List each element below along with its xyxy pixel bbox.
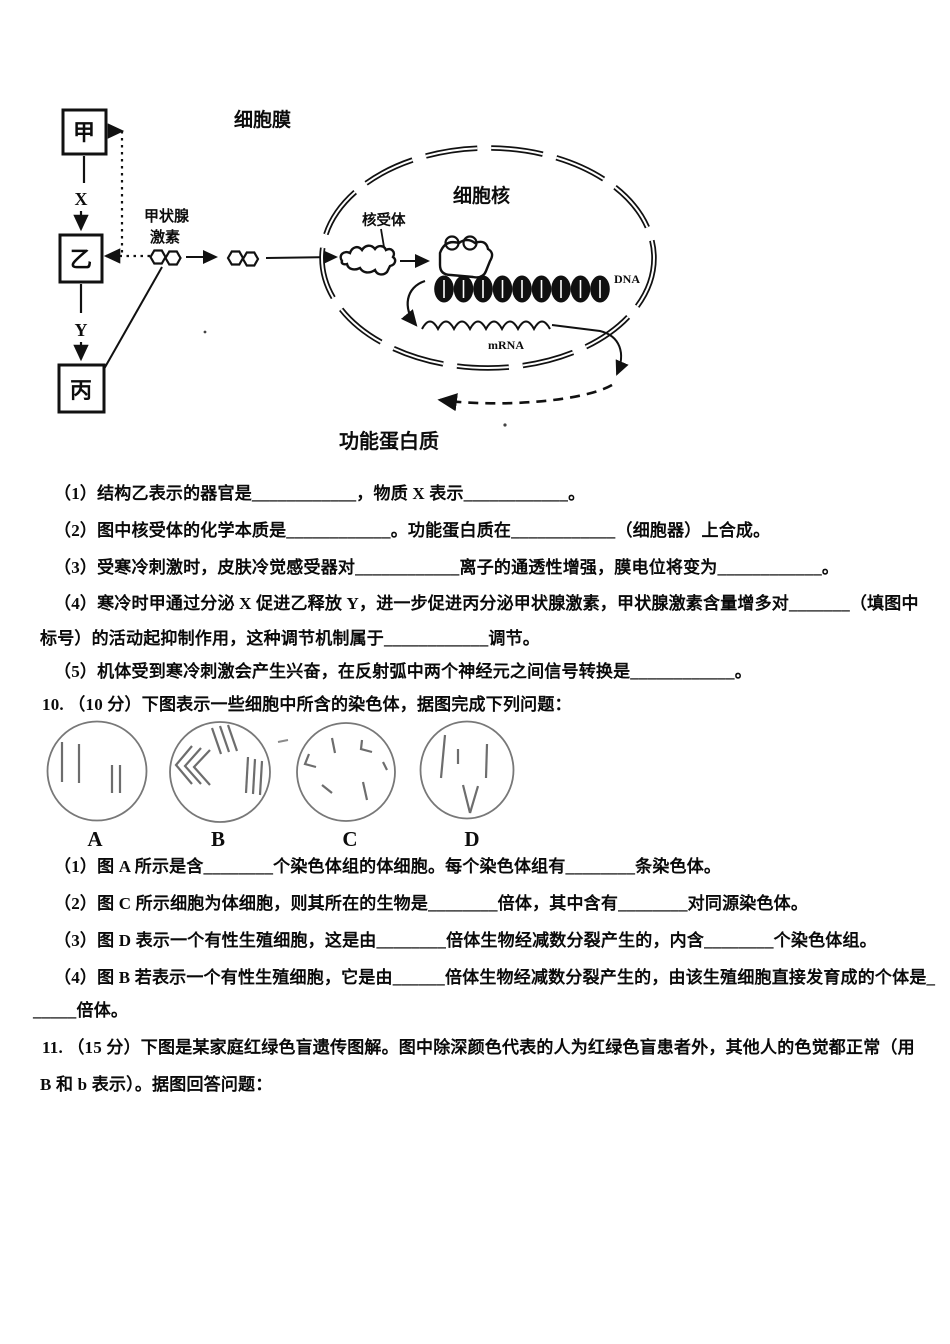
cell-d <box>419 720 515 820</box>
functional-protein-label: 功能蛋白质 <box>339 429 439 453</box>
dna-helix <box>434 275 610 303</box>
cell-d-chromosomes <box>439 734 489 814</box>
q11-header: 11. （15 分）下图是某家庭红绿色盲遗传图解。图中除深颜色代表的人为红绿色盲… <box>42 1038 915 1057</box>
q10-part-3: （3）图 D 表示一个有性生殖细胞，这是由________倍体生物经减数分裂产生… <box>54 931 877 950</box>
figure-chromosome-cells: A B C D <box>46 720 515 851</box>
q9-part-4-cont: 标号）的活动起抑制作用，这种调节机制属于____________调节。 <box>40 629 540 648</box>
figure-thyroid-pathway: 甲 X 乙 Y 丙 甲状腺 激素 细胞膜 细胞核 <box>57 108 657 453</box>
q9-part-2: （2）图中核受体的化学本质是____________。功能蛋白质在_______… <box>54 521 771 540</box>
nuclear-receptor-label: 核受体 <box>362 211 406 229</box>
cell-b <box>169 721 271 823</box>
thyroid-hormone-label-1: 甲状腺 <box>144 207 190 225</box>
cell-a-label: A <box>87 827 103 851</box>
cell-a-chromosomes <box>60 742 122 793</box>
thyroid-hormone-label-2: 激素 <box>150 228 180 246</box>
scan-artifact-dash <box>277 739 289 743</box>
q9-part-1: （1）结构乙表示的器官是____________，物质 X 表示________… <box>54 484 586 503</box>
dna-label: DNA <box>614 272 640 286</box>
export-dashed-arrow <box>437 383 613 412</box>
box-bing <box>57 363 106 414</box>
hormone-receptor-complex <box>438 235 494 279</box>
q9-part-3: （3）受寒冷刺激时，皮肤冷觉感受器对____________离子的通透性增强，膜… <box>54 558 840 577</box>
cell-a <box>46 720 148 822</box>
q9-part-5: （5）机体受到寒冷刺激会产生兴奋，在反射弧中两个神经元之间信号转换是______… <box>54 662 752 681</box>
cell-c-chromosomes <box>303 737 388 801</box>
nuclear-envelope <box>319 145 657 371</box>
cell-c-label: C <box>342 827 357 851</box>
box-jia-label: 甲 <box>73 120 95 145</box>
q10-part-2: （2）图 C 所示细胞为体细胞，则其所在的生物是________倍体，其中含有_… <box>54 894 809 913</box>
q10-part-4: （4）图 B 若表示一个有性生殖细胞，它是由______倍体生物经减数分裂产生的… <box>54 968 936 987</box>
cell-d-label: D <box>464 827 479 851</box>
line-bing-to-hormone <box>103 266 163 370</box>
mrna-wave <box>421 320 551 332</box>
q10-part-4-cont: _____倍体。 <box>33 1001 129 1020</box>
cell-c <box>296 722 396 822</box>
box-bing-label: 丙 <box>70 378 92 403</box>
receptor-shape <box>339 244 397 276</box>
cell-b-chromosomes <box>174 724 264 796</box>
q11-header-cont: B 和 b 表示）。据图回答问题： <box>40 1075 273 1094</box>
hormone-molecule-1 <box>149 249 182 266</box>
cell-b-label: B <box>211 827 225 851</box>
substance-x-label: X <box>75 189 88 209</box>
box-jia <box>61 108 108 156</box>
q9-part-4: （4）寒冷时甲通过分泌 X 促进乙释放 Y，进一步促进丙分泌甲状腺激素，甲状腺激… <box>54 594 919 613</box>
nucleus-label: 细胞核 <box>453 184 510 207</box>
cell-membrane-label: 细胞膜 <box>234 108 291 131</box>
hormone-molecule-2 <box>226 250 260 267</box>
mrna-label: mRNA <box>488 338 524 352</box>
box-yi <box>58 233 104 284</box>
substance-y-label: Y <box>75 320 88 340</box>
box-yi-label: 乙 <box>70 247 92 272</box>
q10-header: 10. （10 分）下图表示一些细胞中所含的染色体，据图完成下列问题： <box>42 695 572 714</box>
q10-part-1: （1）图 A 所示是含________个染色体组的体细胞。每个染色体组有____… <box>54 857 722 876</box>
